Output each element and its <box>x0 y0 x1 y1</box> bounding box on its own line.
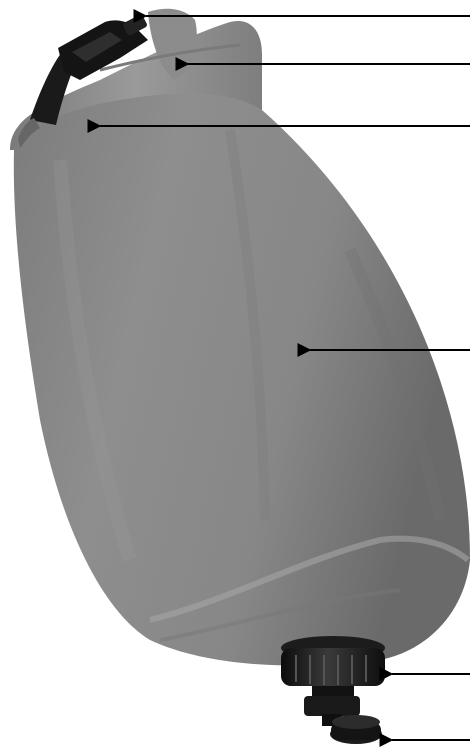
bag-body <box>14 85 470 665</box>
valve-knob <box>330 715 382 744</box>
cap <box>281 636 385 726</box>
